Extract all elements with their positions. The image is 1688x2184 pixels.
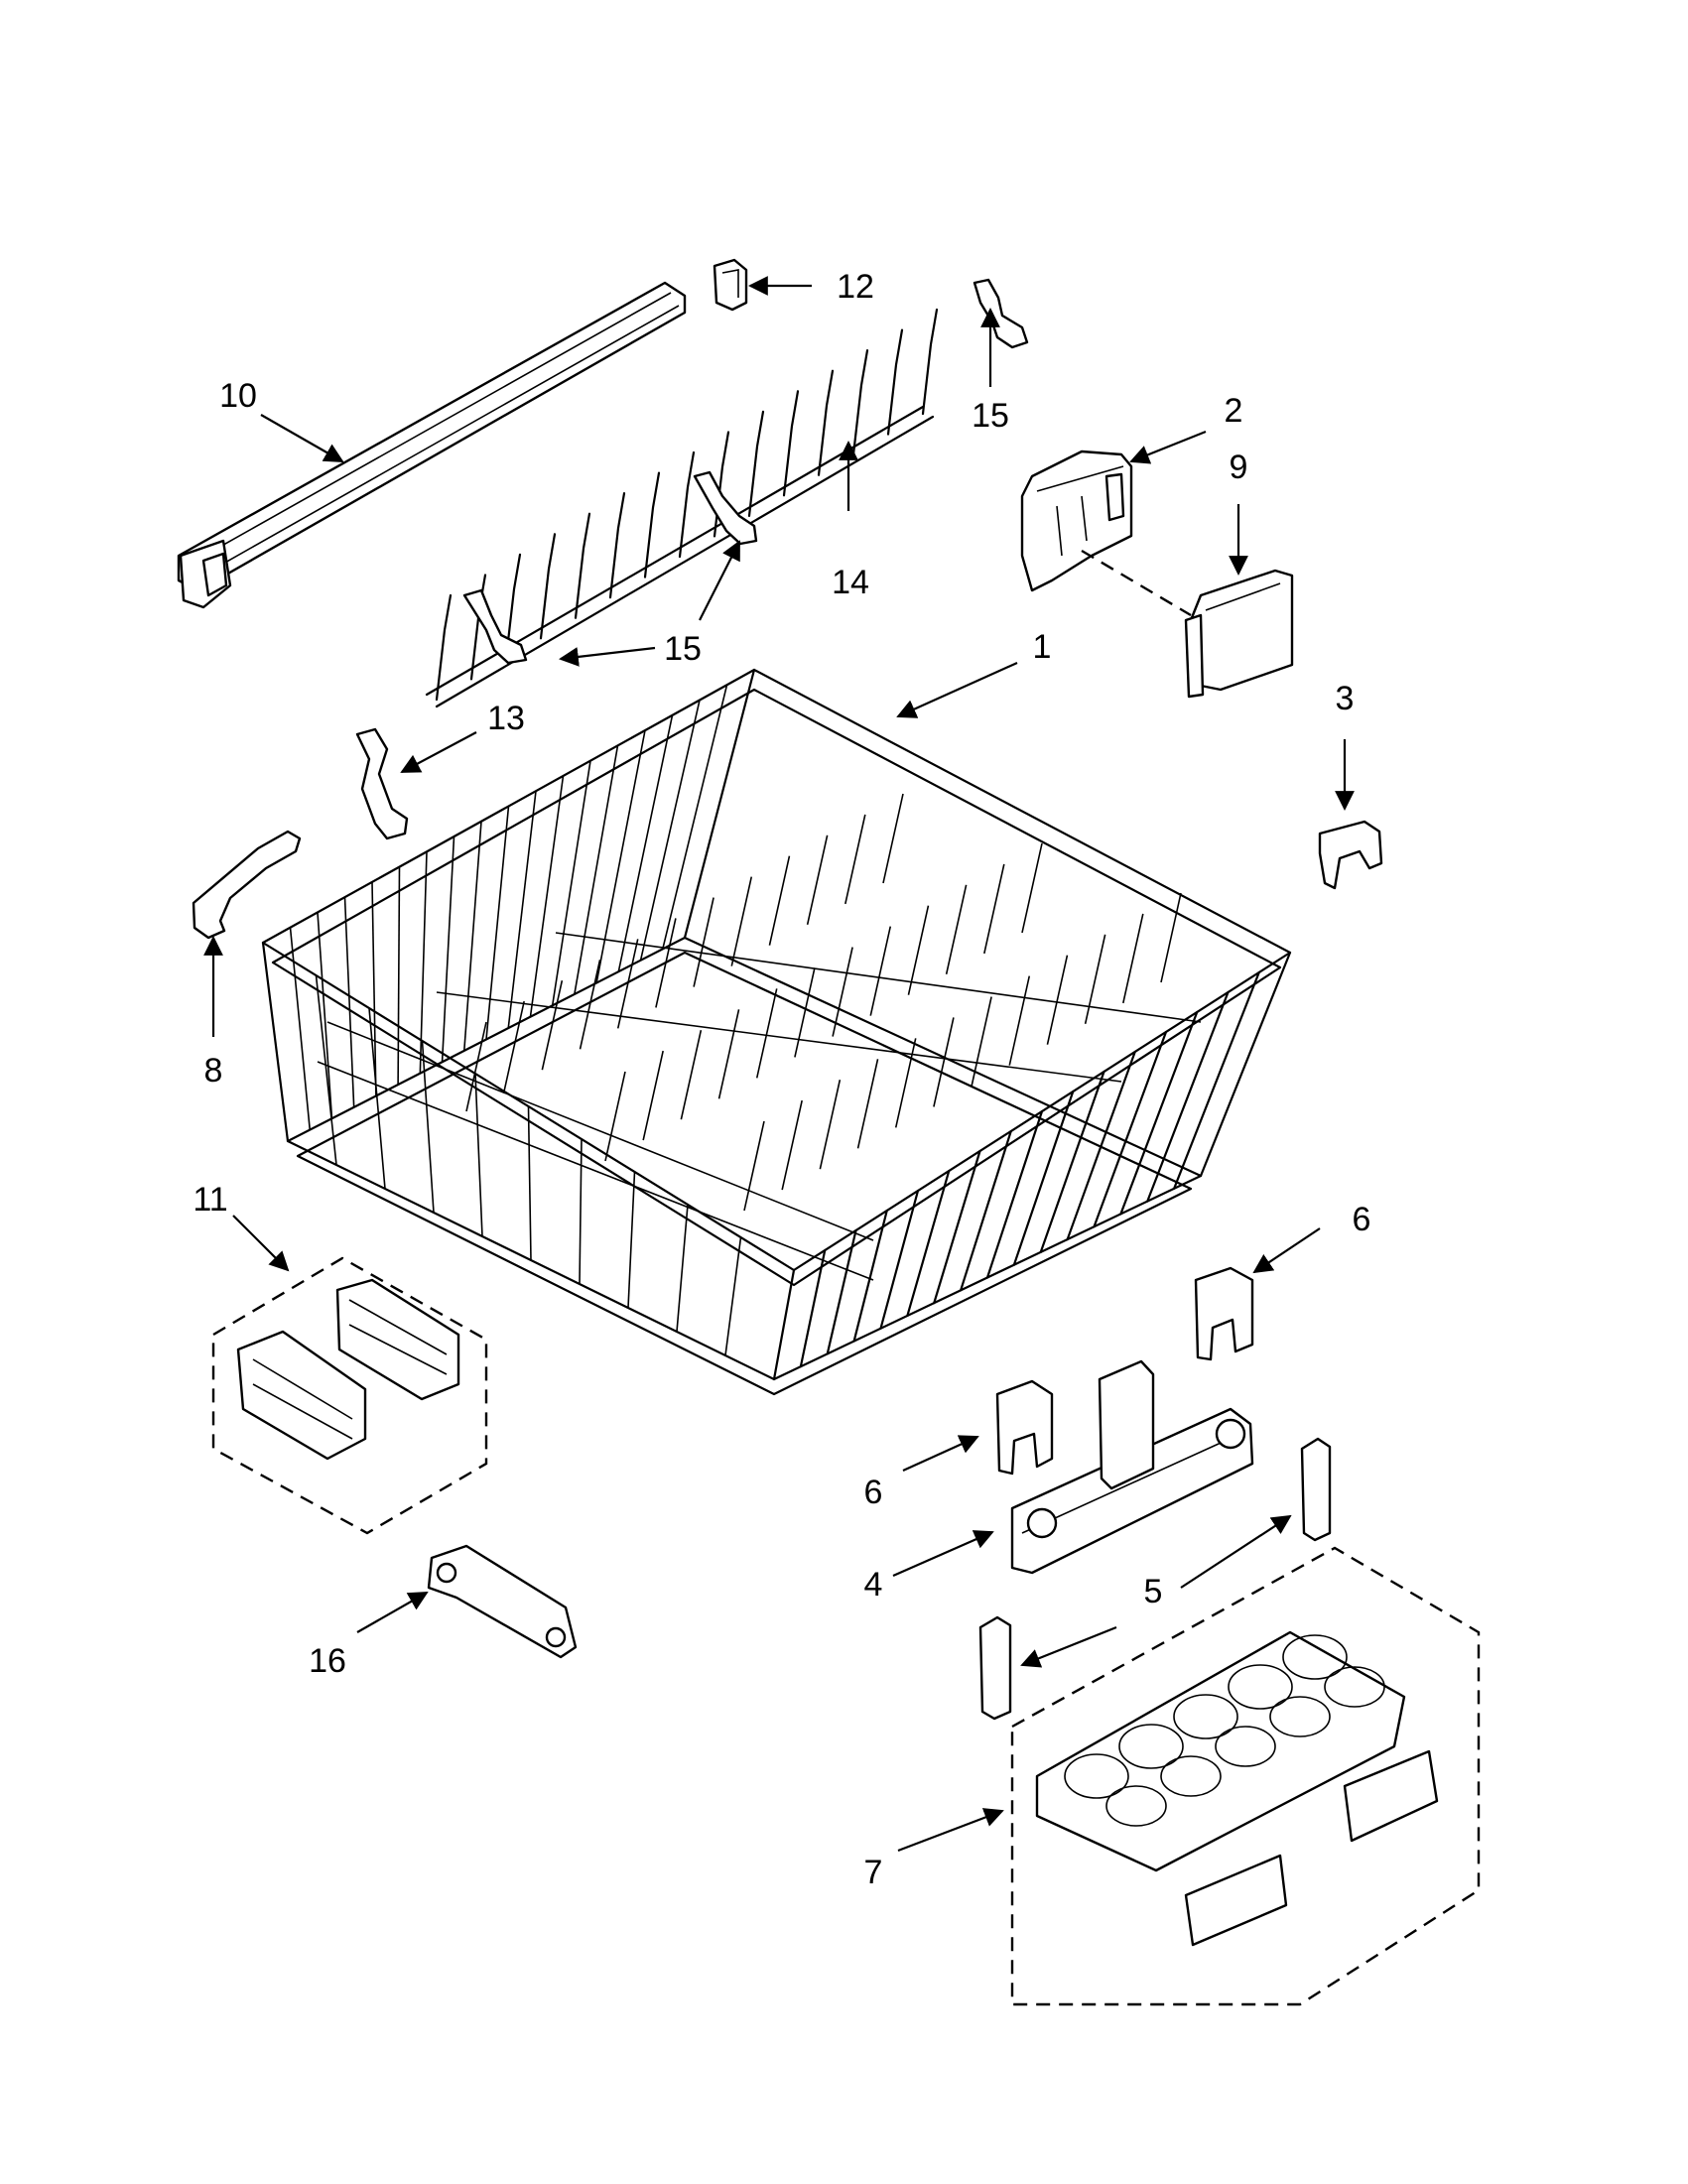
- callout-6-right: 6: [1353, 1201, 1371, 1238]
- callout-16: 16: [309, 1642, 346, 1680]
- clip-part-5-right: [1300, 1437, 1332, 1542]
- bracket-part-2: [1020, 450, 1133, 592]
- clip-part-3: [1318, 820, 1383, 890]
- hook-part-8: [192, 830, 302, 940]
- clip-part-15-top: [973, 278, 1029, 349]
- callout-1: 1: [1033, 628, 1052, 666]
- callout-5: 5: [1144, 1573, 1163, 1610]
- callout-2: 2: [1225, 392, 1243, 430]
- callout-labels: 1 2 3 4 5 6 6 7 8 9 10 11 12 13 14 15 15…: [193, 268, 1370, 1891]
- callout-9: 9: [1230, 449, 1248, 486]
- callout-14: 14: [832, 564, 869, 601]
- cover-part-9: [1184, 569, 1294, 699]
- rail-part-10: [177, 281, 687, 609]
- callout-6-left: 6: [864, 1474, 883, 1511]
- dashed-leader-2-9: [1081, 549, 1192, 617]
- callout-3: 3: [1336, 680, 1355, 717]
- clip-part-12: [713, 258, 748, 312]
- rack-part-1: [261, 668, 1292, 1396]
- clip-part-15-left: [462, 588, 528, 665]
- arm-part-13: [355, 727, 409, 840]
- clip-part-5-left: [978, 1615, 1012, 1721]
- callout-4: 4: [864, 1566, 883, 1604]
- callout-12: 12: [837, 268, 874, 306]
- callout-11: 11: [193, 1181, 227, 1219]
- callout-8: 8: [204, 1052, 223, 1090]
- clip-part-15-mid: [693, 470, 758, 546]
- callout-15-mid: 15: [664, 630, 702, 668]
- callout-10: 10: [219, 377, 257, 415]
- clip-part-6-left: [995, 1379, 1054, 1476]
- callout-13: 13: [487, 700, 525, 737]
- callout-7: 7: [864, 1854, 883, 1891]
- shelf-group-7: [1010, 1546, 1481, 2006]
- adjuster-part-4: [1010, 1359, 1254, 1575]
- clip-part-6-right: [1194, 1266, 1254, 1361]
- leader-lines: [203, 276, 1355, 1853]
- callout-15-top: 15: [972, 397, 1009, 435]
- clip-part-16: [427, 1544, 578, 1659]
- basket-group-11: [211, 1256, 488, 1535]
